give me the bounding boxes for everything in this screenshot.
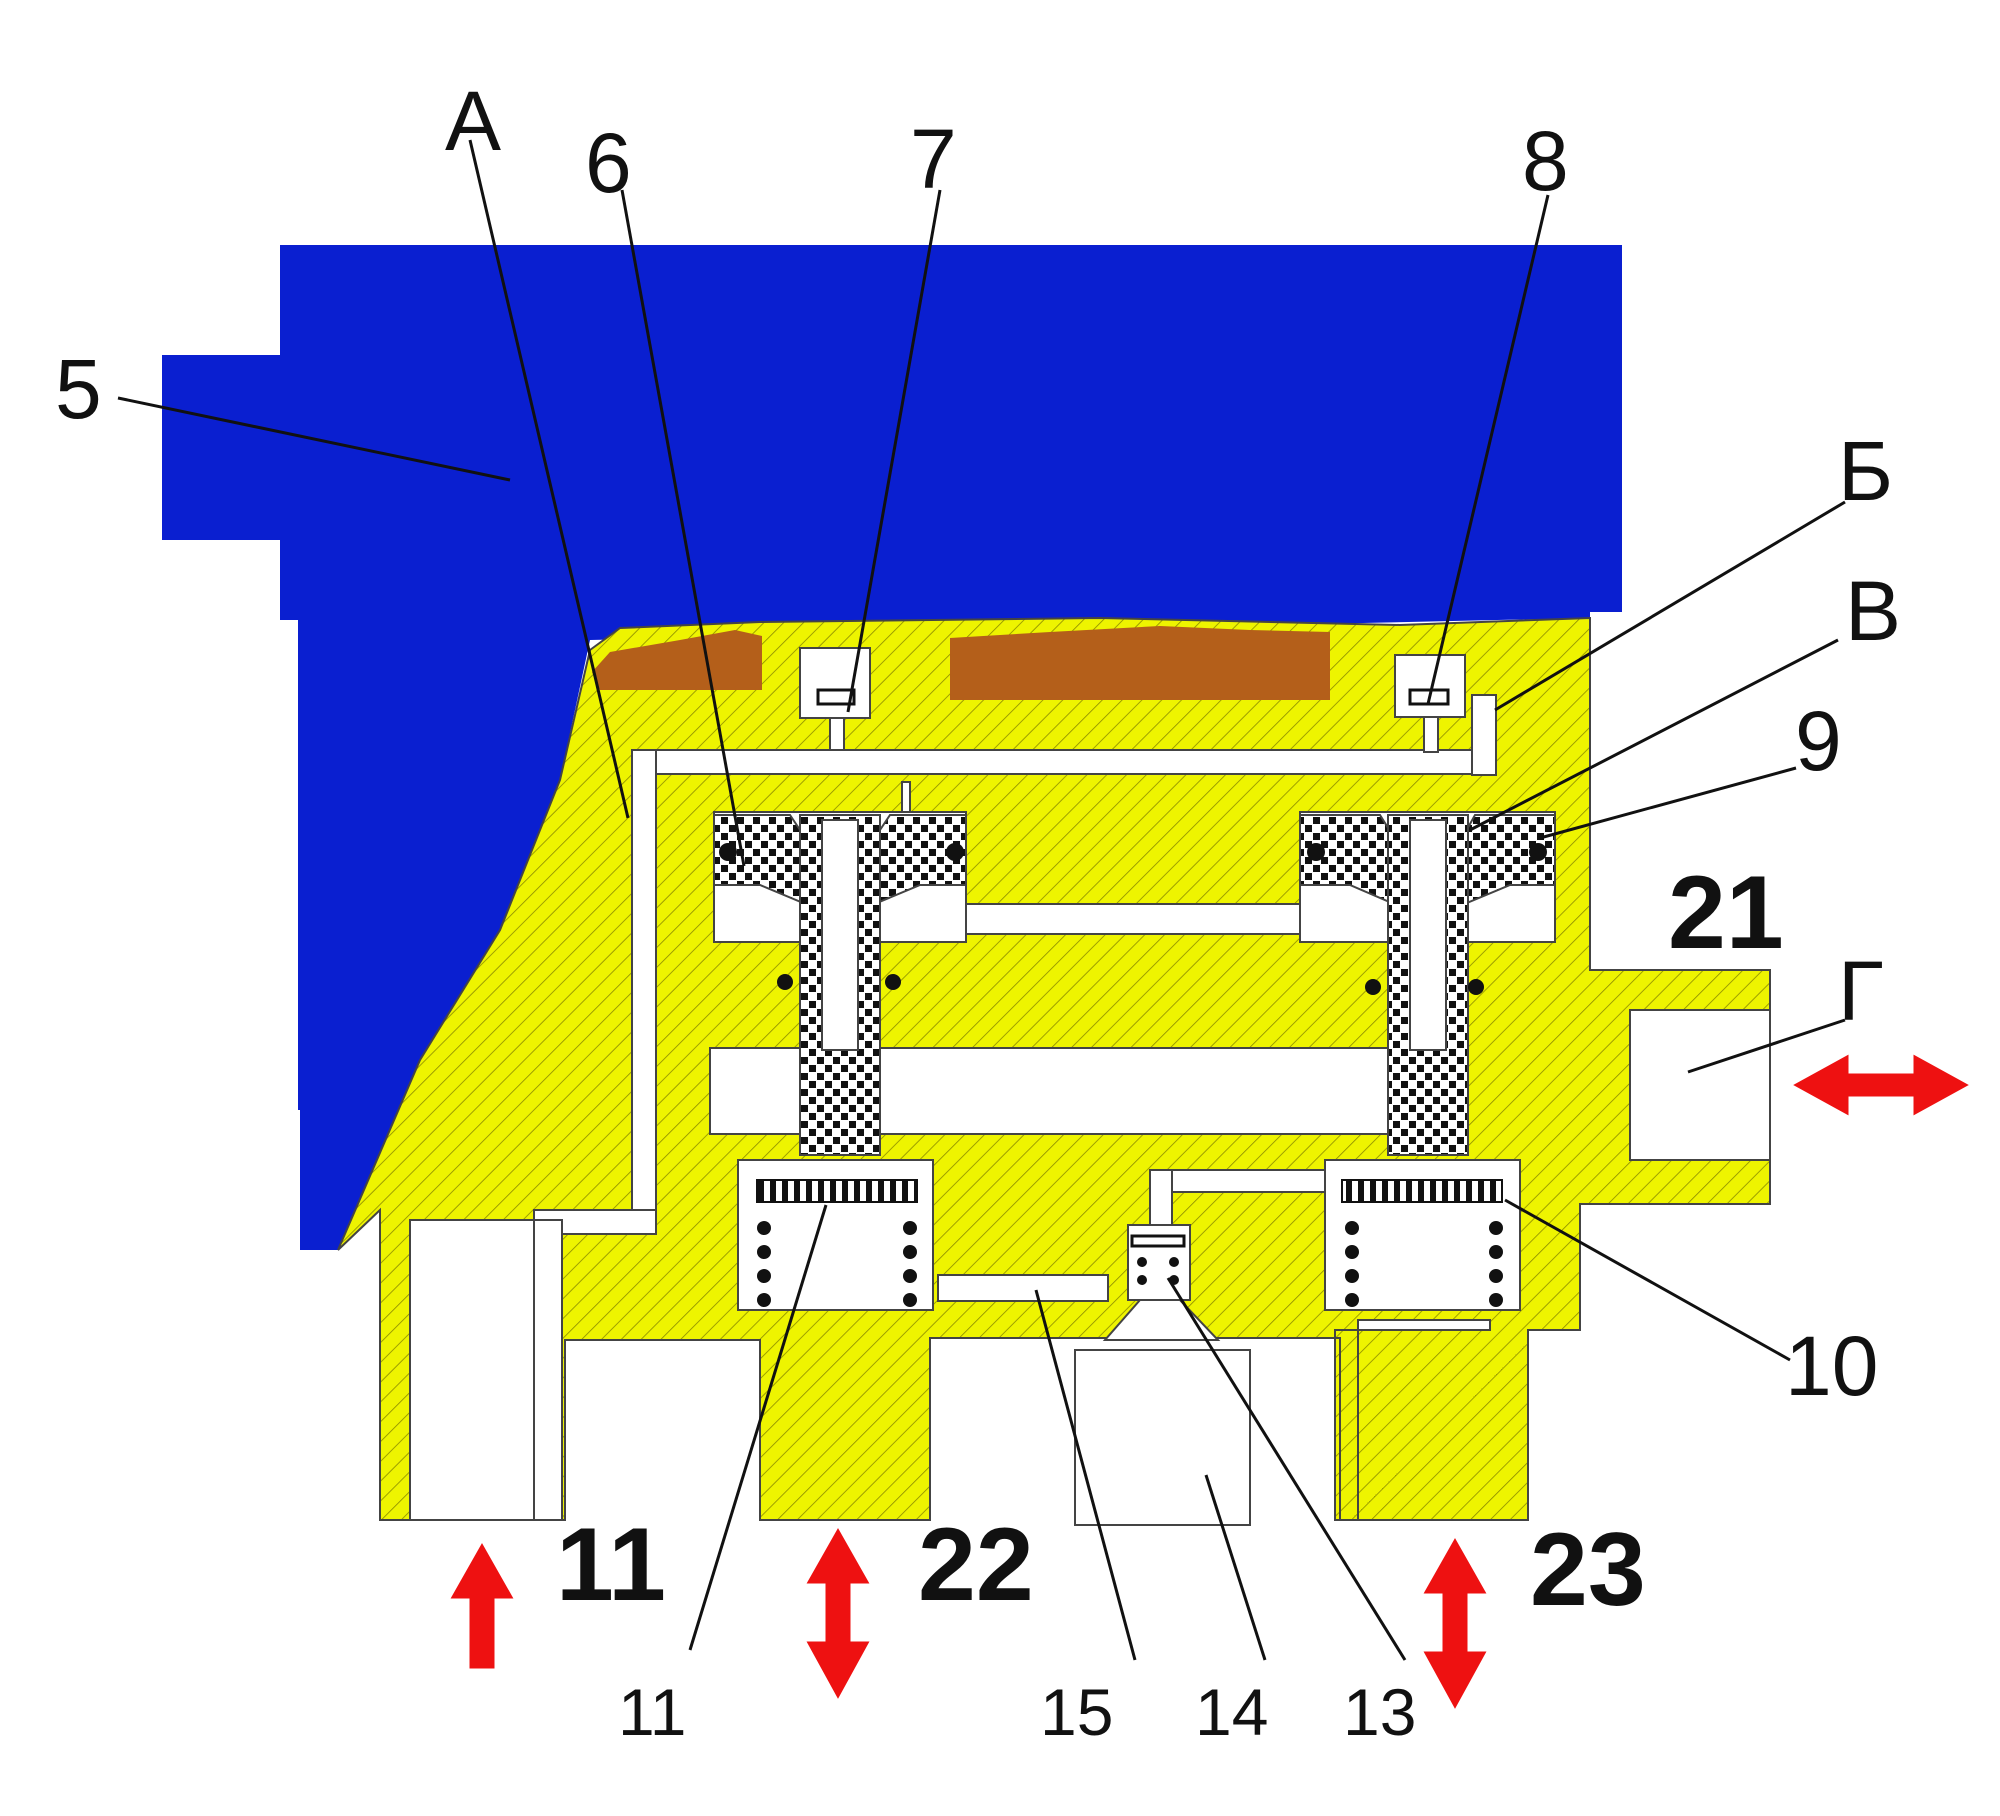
cover-part-5 (162, 245, 1622, 1250)
rubber-insert-center (950, 626, 1330, 700)
label-13: 13 (1343, 1675, 1416, 1749)
label-7: 7 (910, 112, 957, 206)
label-5: 5 (55, 342, 102, 436)
rubber-insert-left (592, 630, 762, 690)
flow-arrows (445, 1049, 1976, 1716)
label-15: 15 (1040, 1675, 1113, 1749)
right-diaphragm-chamber (1324, 1159, 1521, 1311)
label-V: В (1845, 564, 1901, 658)
label-B: Б (1838, 424, 1893, 518)
chamber-14 (1074, 1349, 1251, 1526)
port-label-11: 11 (556, 1507, 666, 1623)
label-8: 8 (1522, 114, 1569, 208)
label-10: 10 (1785, 1319, 1878, 1413)
label-14: 14 (1195, 1675, 1268, 1749)
inlet-arrow-11 (445, 1536, 519, 1672)
bidirectional-arrow-23 (1418, 1531, 1492, 1716)
label-A: А (445, 74, 501, 168)
label-11: 11 (618, 1675, 687, 1749)
label-G: Г (1838, 944, 1884, 1038)
small-valve-13 (1102, 1224, 1221, 1341)
internal-channels (409, 694, 1771, 1521)
port-label-23: 23 (1530, 1512, 1646, 1628)
right-piston-assembly (1299, 811, 1556, 1156)
leader-lines (117, 139, 1846, 1661)
left-piston-assembly (713, 781, 967, 1156)
label-6: 6 (585, 116, 632, 210)
bidirectional-arrow-21 (1786, 1049, 1976, 1121)
port-label-21: 21 (1668, 855, 1784, 971)
port-label-22: 22 (918, 1507, 1034, 1623)
label-9: 9 (1795, 694, 1842, 788)
left-diaphragm-chamber (737, 1159, 934, 1311)
bidirectional-arrow-22 (801, 1521, 875, 1706)
